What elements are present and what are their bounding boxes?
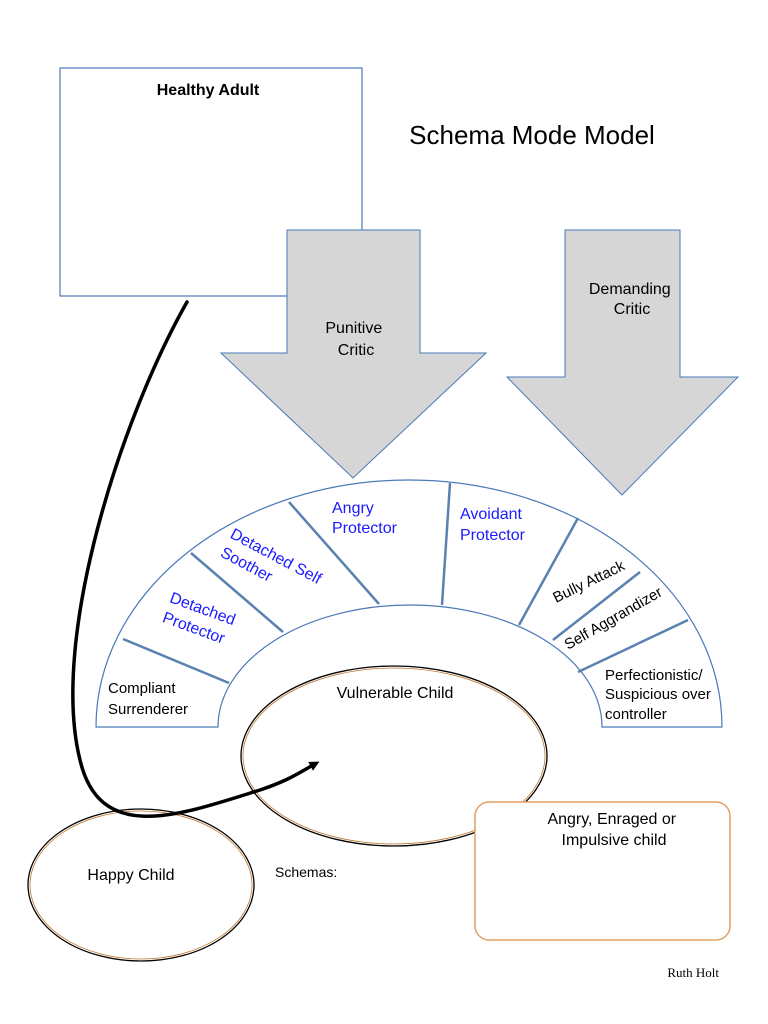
healthy-adult-to-vulnerable-child-arrow [71,300,320,818]
arc-dividers [122,482,689,685]
demanding-critic-arrow [505,229,740,496]
schemas-label: Schemas: [275,864,337,880]
compliant-surrenderer-label: Compliant Surrenderer [108,680,188,718]
healthy-adult-label: Healthy Adult [157,82,260,99]
author-label: Ruth Holt [667,965,719,980]
perfectionistic-label: Perfectionistic/ Suspicious over control… [605,667,715,723]
angry-protector-label: Angry Protector [332,500,398,537]
happy-child-label: Happy Child [87,867,174,884]
vulnerable-child-ellipse [240,665,548,847]
avoidant-protector-label: Avoidant Protector [460,506,526,544]
angry-child-box [474,801,731,941]
demanding-critic-label: Demanding Critic [589,281,675,318]
angry-child-label: Angry, Enraged or Impulsive child [547,811,680,849]
punitive-critic-label: Punitive Critic [325,320,386,359]
happy-child-ellipse [27,808,255,962]
punitive-critic-arrow [219,229,488,479]
vulnerable-child-label: Vulnerable Child [337,685,454,702]
page-title: Schema Mode Model [409,120,655,150]
